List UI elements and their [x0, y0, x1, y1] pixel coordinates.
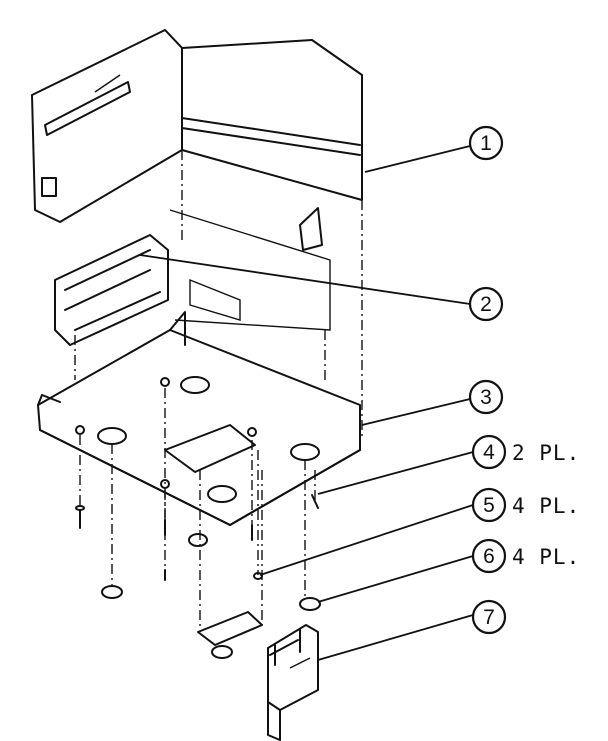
- callout-2: 2: [468, 286, 504, 322]
- callout-7: 7: [471, 599, 507, 635]
- base-tray: [37, 311, 361, 526]
- callout-1: 1: [468, 125, 504, 161]
- clip-part: [267, 624, 319, 741]
- callout-6: 6 4 PL.: [471, 538, 580, 574]
- callout-quantity: 2 PL.: [512, 441, 580, 465]
- callout-3: 3: [468, 379, 504, 415]
- printer-housing: [31, 29, 363, 440]
- callout-number: 7: [483, 606, 495, 629]
- callout-circle: [468, 379, 504, 415]
- callout-number: 5: [483, 494, 495, 517]
- callout-number: 3: [480, 386, 492, 409]
- callout-circle: [468, 125, 504, 161]
- callout-5: 5 4 PL.: [471, 487, 580, 523]
- leader-lines: [139, 145, 474, 661]
- callout-number: 2: [480, 293, 492, 316]
- callout-number: 4: [483, 441, 495, 464]
- callout-number: 1: [480, 132, 492, 155]
- callout-circle: [471, 538, 507, 574]
- fasteners: [75, 388, 321, 659]
- callout-quantity: 4 PL.: [512, 545, 580, 569]
- mechanism-bracket: [54, 209, 331, 380]
- callout-number: 6: [483, 545, 495, 568]
- callout-circle: [471, 487, 507, 523]
- callout-4: 4 2 PL.: [471, 434, 580, 470]
- callout-circle: [471, 434, 507, 470]
- callout-circle: [468, 286, 504, 322]
- callout-quantity: 4 PL.: [512, 494, 580, 518]
- callout-circle: [471, 599, 507, 635]
